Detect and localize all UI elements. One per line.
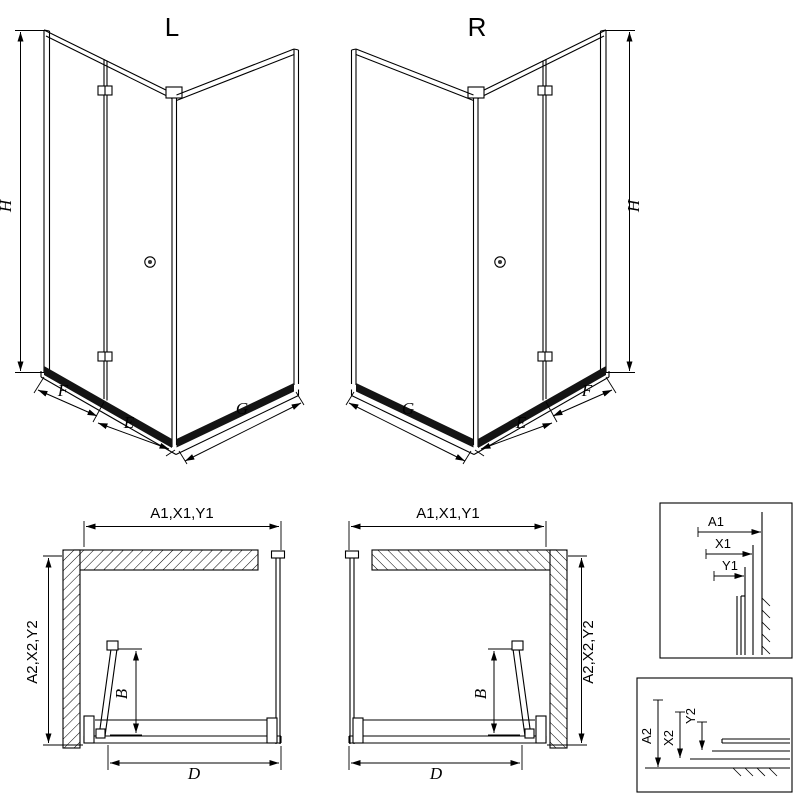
profile-section — [645, 738, 790, 777]
dim-label-d-left: D — [187, 764, 201, 783]
dim-label-d-right: D — [429, 764, 443, 783]
plan-view-left — [43, 521, 285, 770]
dim-label-x2-detail: X2 — [661, 730, 676, 746]
dim-label-a1-detail: A1 — [708, 514, 724, 529]
plan-view-right — [346, 521, 588, 770]
variant-label-right: R — [468, 12, 487, 42]
dim-x2-detail-lines — [675, 711, 685, 758]
dim-label-b-left: B — [112, 688, 131, 699]
dim-y1-detail-lines — [713, 571, 744, 581]
dim-label-g-right: G — [402, 399, 414, 418]
dim-x1-detail-lines — [705, 549, 752, 559]
dim-label-f-left: F — [57, 381, 69, 400]
dim-label-a2-detail: A2 — [639, 728, 654, 744]
variant-label-left: L — [165, 12, 179, 42]
detail-profile-width: A1 X1 Y1 — [659, 502, 793, 659]
dim-label-a1-right: A1,X1,Y1 — [416, 505, 479, 522]
dim-label-e-right: E — [515, 413, 527, 432]
dim-y2-detail-lines — [697, 721, 707, 750]
detail-profile-depth: A2 X2 Y2 — [636, 677, 793, 793]
dim-label-g-left: G — [236, 399, 248, 418]
dim-label-x1-detail: X1 — [715, 536, 731, 551]
dim-label-a2-left: A2,X2,Y2 — [24, 620, 41, 683]
detail-box-border — [636, 677, 793, 793]
dim-label-y1-detail: Y1 — [722, 558, 738, 573]
dim-label-b-right: B — [471, 688, 490, 699]
dim-label-y2-detail: Y2 — [683, 708, 698, 724]
dim-a1-detail-lines — [697, 527, 761, 537]
dim-label-f-right: F — [581, 381, 593, 400]
dim-label-h-left: H — [0, 198, 15, 213]
dim-label-a2-right: A2,X2,Y2 — [580, 620, 597, 683]
dim-label-h-right: H — [624, 198, 643, 213]
dim-label-e-left: E — [123, 413, 135, 432]
profile-section — [736, 512, 771, 655]
dim-a2-detail-lines — [653, 699, 663, 767]
dim-label-a1-left: A1,X1,Y1 — [150, 505, 213, 522]
detail-box-border — [659, 502, 793, 659]
